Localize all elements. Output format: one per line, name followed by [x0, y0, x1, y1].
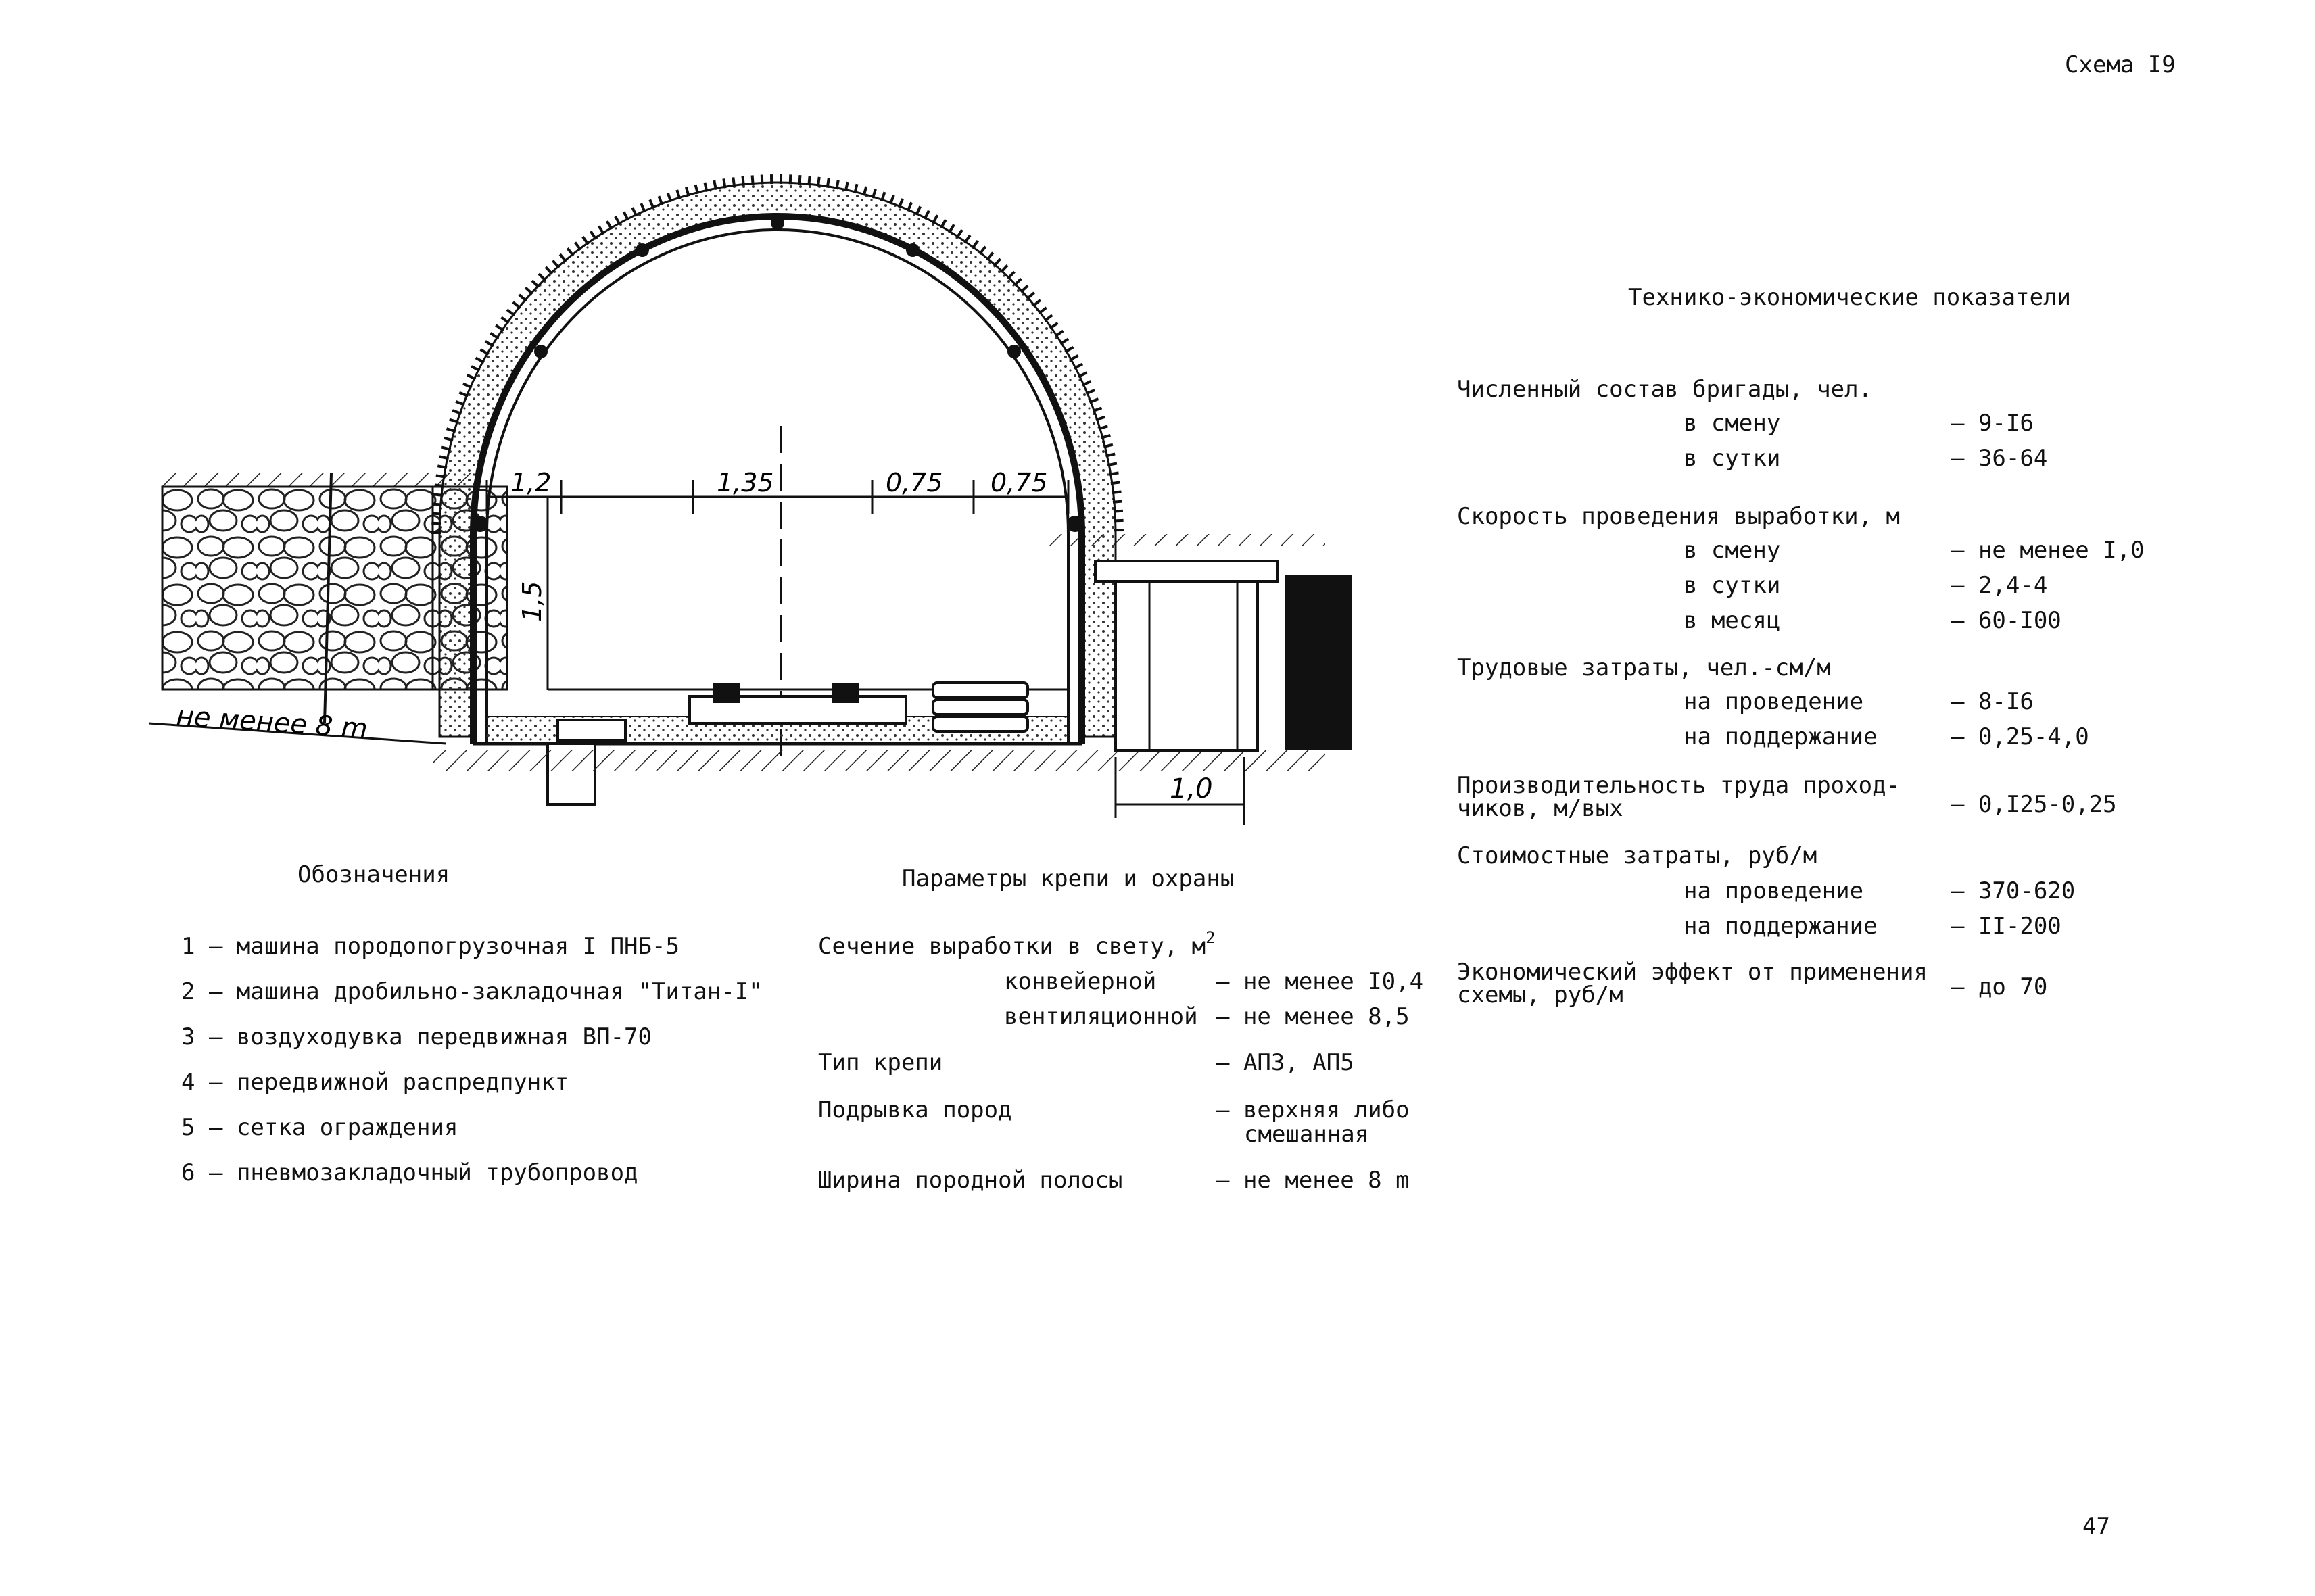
right-dimension-label: 1,0 — [1170, 773, 1213, 804]
arch-backfill — [438, 181, 1117, 738]
indicator-row-label: на проведение — [1684, 877, 1864, 904]
distribution-post — [1094, 560, 1352, 752]
page-number: 47 — [2082, 1513, 2110, 1540]
arch-support-inner — [485, 228, 1070, 744]
legend-item-5: 5 – сетка ограждения — [181, 1114, 458, 1141]
height-dimension — [546, 497, 1068, 691]
legend-item-4: 4 – передвижной распредпункт — [181, 1069, 569, 1096]
indicator-row-value: – не менее I,0 — [1951, 537, 2145, 564]
legend-num: 3 – — [181, 1023, 223, 1050]
indicator-group-value: – 0,I25-0,25 — [1951, 791, 2117, 818]
legend-text: машина дробильно-закладочная "Титан-I" — [236, 978, 763, 1005]
dim-label-1: 1,2 — [510, 468, 551, 498]
params-item-value-3: – не менее 8 m — [1216, 1167, 1410, 1194]
indicator-group-label: Производительность труда проход- — [1457, 772, 1901, 799]
width-dimension — [485, 426, 1070, 764]
legend-item-3: 3 – воздуходувка передвижная ВП-70 — [181, 1023, 652, 1050]
arch-connectors — [472, 216, 1083, 532]
params-title: Параметры крепи и охраны — [902, 865, 1235, 892]
legend-text: передвижной распредпункт — [236, 1069, 569, 1096]
params-row-label-2: вентиляционной — [1004, 1003, 1198, 1030]
params-item-value-2b: смешанная — [1244, 1121, 1369, 1148]
legend-item-1: 1 – машина породопогрузочная I ПНБ-5 — [181, 933, 679, 960]
indicator-row-value: – 60-I00 — [1951, 607, 2061, 634]
indicator-row-label: в сутки — [1684, 445, 1781, 472]
legend-item-2: 2 – машина дробильно-закладочная "Титан-… — [181, 978, 763, 1005]
indicator-row-label: в смену — [1684, 537, 1781, 564]
indicator-row-value: – 2,4-4 — [1951, 572, 2048, 599]
legend-num: 4 – — [181, 1069, 223, 1096]
params-section-label: Сечение выработки в свету, м2 — [818, 928, 1216, 960]
dim-label-4: 0,75 — [991, 468, 1048, 498]
indicator-group-label: Скорость проведения выработки, м — [1457, 503, 1901, 530]
legend-text: пневмозакладочный трубопровод — [236, 1159, 638, 1186]
indicator-group-label: Трудовые затраты, чел.-см/м — [1457, 654, 1831, 681]
indicator-group-label-2: схемы, руб/м — [1457, 982, 1623, 1009]
strip-width-label: не менее 8 m — [175, 700, 368, 745]
legend-text: воздуходувка передвижная ВП-70 — [236, 1023, 652, 1050]
legend-num: 2 – — [181, 978, 223, 1005]
indicators-title: Технико-экономические показатели — [1628, 284, 2072, 311]
indicator-group-label: Стоимостные затраты, руб/м — [1457, 842, 1817, 869]
indicator-group-label: Численный состав бригады, чел. — [1457, 376, 1873, 403]
right-rock-hatch — [1048, 534, 1325, 546]
params-row-value-2: – не менее 8,5 — [1216, 1003, 1410, 1030]
legend-item-6: 6 – пневмозакладочный трубопровод — [181, 1159, 638, 1186]
indicator-row-value: – 0,25-4,0 — [1951, 723, 2089, 750]
superscript: 2 — [1206, 928, 1216, 947]
tunnel-cross-section-drawing: 1,2 1,35 0,75 0,75 1,5 не менее 8 m — [148, 174, 1352, 825]
right-dimension — [1114, 757, 1245, 825]
legend-text: машина породопогрузочная I ПНБ-5 — [236, 933, 679, 960]
left-rock-hatch — [162, 473, 480, 487]
indicator-row-value: – 9-I6 — [1951, 410, 2034, 437]
indicator-row-label: в месяц — [1684, 607, 1781, 634]
indicator-row-value: – II-200 — [1951, 913, 2061, 940]
params-row-value-1: – не менее I0,4 — [1216, 968, 1424, 995]
indicator-row-value: – 8-I6 — [1951, 688, 2034, 715]
indicator-row-label: на поддержание — [1684, 913, 1878, 940]
indicator-row-label: в сутки — [1684, 572, 1781, 599]
params-row-label-1: конвейерной — [1004, 968, 1157, 995]
legend-num: 6 – — [181, 1159, 223, 1186]
legend-title: Обозначения — [297, 861, 450, 888]
indicator-group-value: – до 70 — [1951, 973, 2048, 1000]
dim-label-3: 0,75 — [886, 468, 943, 498]
legend-text: сетка ограждения — [236, 1114, 458, 1141]
indicator-group-label-2: чиков, м/вых — [1457, 795, 1623, 822]
scheme-label: Схема I9 — [2065, 51, 2176, 78]
indicator-row-label: в смену — [1684, 410, 1781, 437]
legend-num: 5 – — [181, 1114, 223, 1141]
indicator-row-label: на поддержание — [1684, 723, 1878, 750]
indicator-group-label: Экономический эффект от применения — [1457, 959, 1928, 986]
strip-width-dimension — [148, 722, 447, 745]
floor-rock-hatch — [433, 750, 1325, 771]
params-item-value-1: – АПЗ, АП5 — [1216, 1049, 1354, 1076]
indicator-row-value: – 370-620 — [1951, 877, 2076, 904]
sleepers-stack — [932, 681, 1029, 733]
rubble-fill-strip — [161, 473, 508, 724]
indicator-row-label: на проведение — [1684, 688, 1864, 715]
legend-num: 1 – — [181, 933, 223, 960]
dim-label-2: 1,35 — [717, 468, 774, 498]
params-item-label-1: Тип крепи — [818, 1049, 943, 1076]
params-item-value-2: – верхняя либо — [1216, 1096, 1410, 1123]
params-item-label-3: Ширина породной полосы — [818, 1167, 1123, 1194]
indicator-row-value: – 36-64 — [1951, 445, 2048, 472]
height-label: 1,5 — [517, 581, 547, 622]
params-item-label-2: Подрывка пород — [818, 1096, 1012, 1123]
